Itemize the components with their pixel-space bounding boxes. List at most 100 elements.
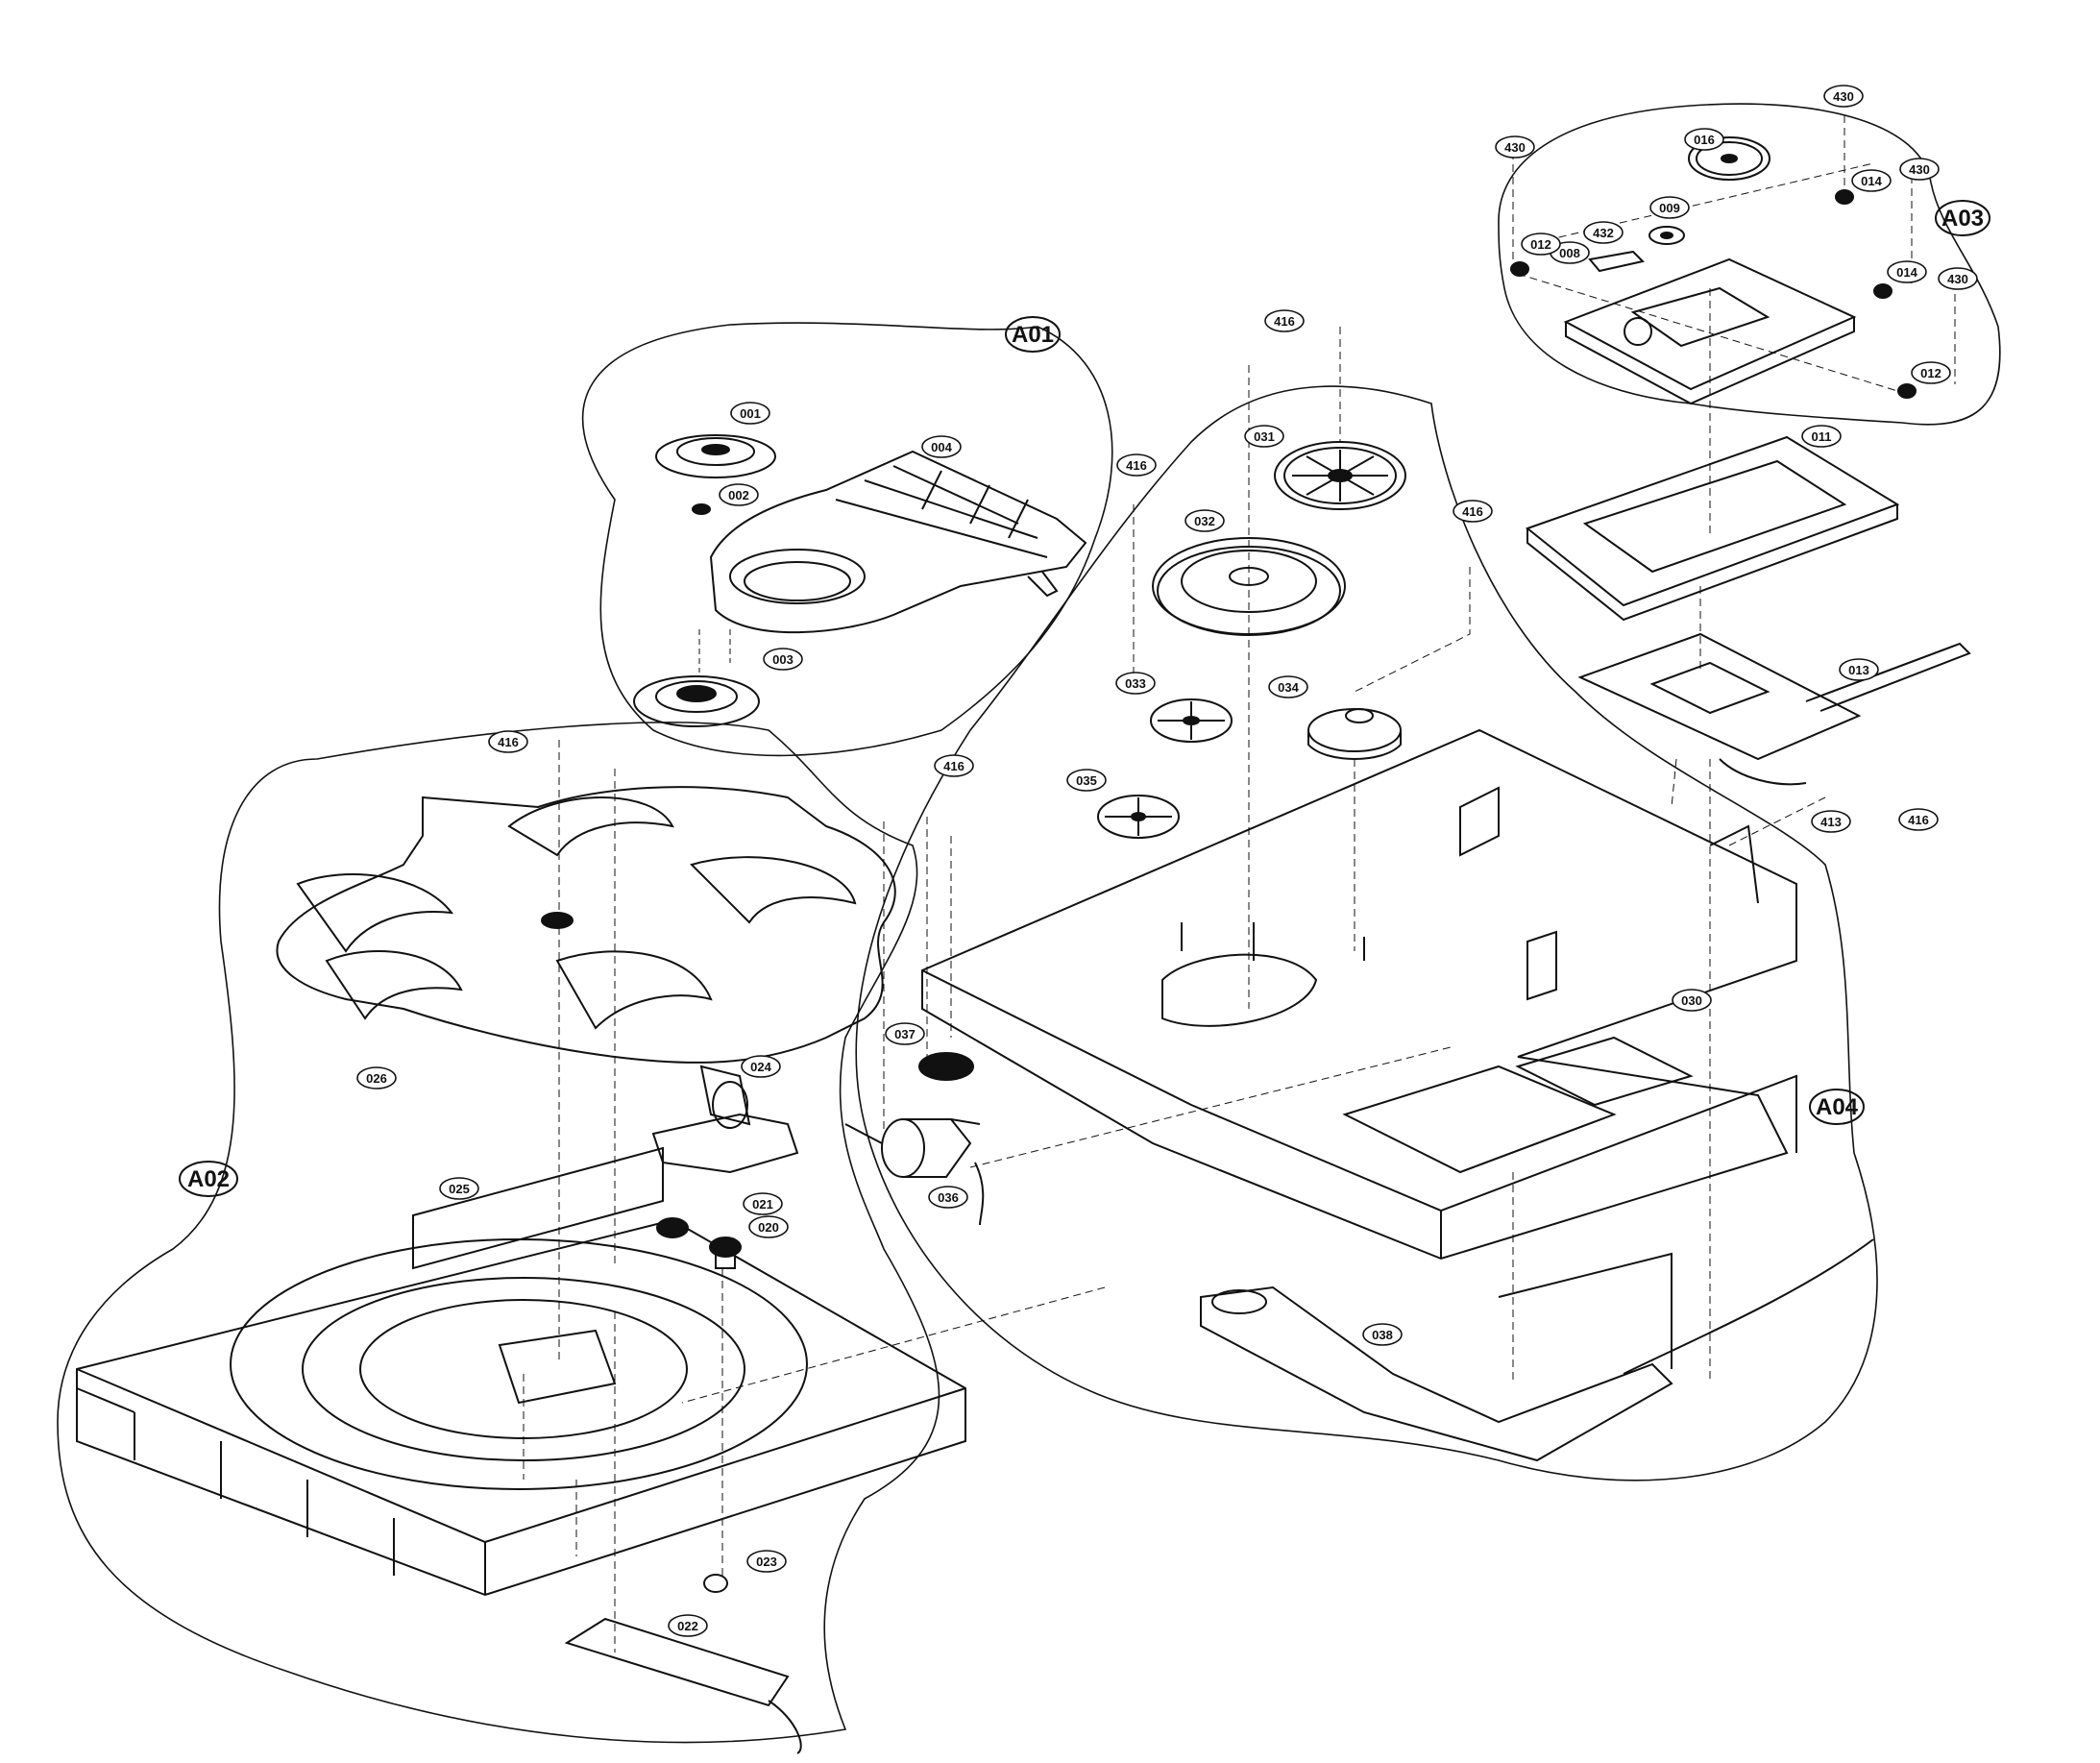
part-tag-label: 016: [1694, 133, 1715, 147]
part-tag-p416f: 416: [1898, 808, 1939, 831]
part-tag-label: 432: [1593, 226, 1614, 240]
part-tag-oval: [1823, 85, 1864, 108]
part-tag-label: 037: [894, 1027, 916, 1041]
part-tag-label: 031: [1254, 429, 1275, 444]
part-tag-label: 033: [1125, 676, 1146, 691]
part-023-foot: [703, 1574, 728, 1593]
part-tag-p430c: 430: [1899, 158, 1940, 181]
part-tag-oval: [1839, 658, 1879, 681]
part-tag-oval: [1583, 221, 1624, 244]
part-tag-p416e: 416: [934, 754, 974, 777]
part-tag-p036: 036: [928, 1186, 968, 1209]
part-tag-p023: 023: [746, 1550, 787, 1573]
part-tag-p024: 024: [741, 1055, 781, 1078]
part-tag-p021: 021: [743, 1192, 783, 1215]
part-tag-label: 430: [1504, 140, 1526, 155]
part-033-gear-small: [1150, 698, 1233, 743]
group-a04-boundary: [855, 385, 1878, 1481]
part-tag-p030: 030: [1672, 989, 1712, 1012]
group-a03-boundary: [1498, 103, 2001, 426]
part-tag-p001: 001: [730, 402, 770, 425]
part-tag-oval: [1116, 453, 1157, 477]
part-tag-oval: [1649, 196, 1690, 219]
part-tag-label: 030: [1681, 993, 1702, 1008]
part-tag-label: 013: [1848, 663, 1869, 677]
part-009-gear: [1648, 226, 1685, 245]
part-tag-p430b: 430: [1823, 85, 1864, 108]
part-tag-label: 012: [1530, 237, 1551, 252]
part-tag-label: 014: [1861, 174, 1882, 188]
part-tag-oval: [719, 483, 759, 506]
part-tag-oval: [1672, 989, 1712, 1012]
part-tag-label: 035: [1076, 773, 1097, 788]
part-tag-p038: 038: [1362, 1323, 1403, 1346]
group-label-a01: A01: [1005, 316, 1061, 353]
part-tag-label: 011: [1812, 429, 1832, 444]
part-tag-oval: [1264, 309, 1305, 332]
part-tag-oval: [748, 1215, 789, 1238]
part-tag-oval: [668, 1614, 708, 1637]
part-tag-p416d: 416: [1453, 500, 1493, 523]
part-tag-oval: [921, 435, 962, 458]
part-030-chassis: [921, 728, 1797, 1261]
part-011-frame: [1525, 435, 1900, 622]
part-tag-oval: [1453, 500, 1493, 523]
part-031-gear-large: [1274, 441, 1406, 510]
part-tag-label: 026: [366, 1071, 387, 1086]
part-tag-label: 001: [740, 406, 761, 421]
part-013-pcb: [1577, 632, 1971, 786]
part-001-disc: [655, 434, 776, 478]
group-label-a02-text: A02: [187, 1166, 230, 1192]
part-tag-label: 416: [1462, 504, 1483, 519]
part-tag-p013: 013: [1839, 658, 1879, 681]
part-tag-oval: [1684, 128, 1724, 151]
part-tag-oval: [763, 648, 803, 671]
part-tag-oval: [1898, 808, 1939, 831]
part-tag-p011: 011: [1801, 425, 1842, 448]
part-tag-p032: 032: [1184, 509, 1225, 532]
part-tag-label: 025: [449, 1182, 470, 1196]
group-a01-boundary: [581, 322, 1113, 757]
part-tag-label: 036: [938, 1190, 959, 1205]
part-pickup-mechanism: [1563, 257, 1857, 405]
part-tag-label: 020: [758, 1220, 779, 1235]
part-tag-oval: [1938, 267, 1978, 290]
part-tag-oval: [356, 1066, 397, 1090]
part-tag-label: 416: [1274, 314, 1295, 329]
part-tag-oval: [1801, 425, 1842, 448]
part-025-base-deck: [76, 1146, 966, 1597]
part-024-motor-bracket: [651, 1065, 799, 1174]
part-tag-label: 416: [1126, 458, 1147, 473]
a04-leader-lines: [681, 327, 1514, 1404]
part-tag-oval: [1495, 135, 1535, 159]
part-tag-oval: [885, 1022, 925, 1045]
group-label-a03-text: A03: [1941, 206, 1984, 232]
part-037-gear: [918, 1052, 974, 1081]
part-tag-p035: 035: [1066, 769, 1107, 792]
part-tag-oval: [488, 730, 528, 753]
part-tag-p022: 022: [668, 1614, 708, 1637]
part-tag-label: 430: [1909, 162, 1930, 177]
part-tag-label: 004: [931, 440, 952, 454]
part-tag-p413: 413: [1811, 810, 1851, 833]
group-label-a02: A02: [179, 1161, 238, 1197]
part-tag-oval: [439, 1177, 479, 1200]
part-tag-oval: [1066, 769, 1107, 792]
part-tag-label: 023: [756, 1555, 777, 1569]
part-tag-label: 038: [1372, 1328, 1393, 1342]
part-tag-oval: [741, 1055, 781, 1078]
part-tag-oval: [746, 1550, 787, 1573]
group-label-a03: A03: [1935, 200, 1990, 236]
part-tag-p037: 037: [885, 1022, 925, 1045]
part-035-gear: [1097, 795, 1180, 839]
part-tag-oval: [1811, 810, 1851, 833]
part-020-gear: [709, 1237, 742, 1269]
part-tag-label: 416: [498, 735, 519, 749]
part-tag-oval: [1851, 169, 1892, 192]
part-tag-oval: [1899, 158, 1940, 181]
part-tag-label: 416: [1908, 813, 1929, 827]
part-tag-label: 012: [1920, 366, 1941, 380]
part-tag-p012a: 012: [1521, 233, 1561, 256]
part-tag-p002: 002: [719, 483, 759, 506]
part-tag-oval: [1911, 361, 1951, 384]
